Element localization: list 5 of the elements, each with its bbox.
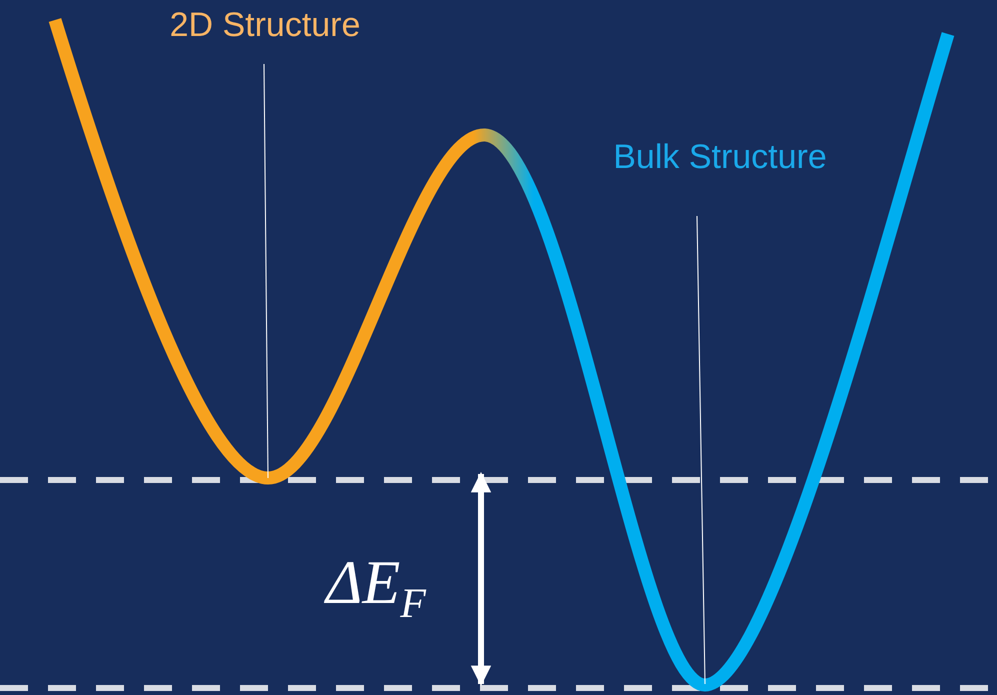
- curve-label: Bulk Structure: [570, 138, 870, 177]
- leader-line: [264, 64, 268, 478]
- leader-line: [696, 216, 706, 684]
- energy-difference-label: ΔE$_{F}$: [326, 552, 426, 625]
- curve-label: 2D Structure: [140, 6, 390, 45]
